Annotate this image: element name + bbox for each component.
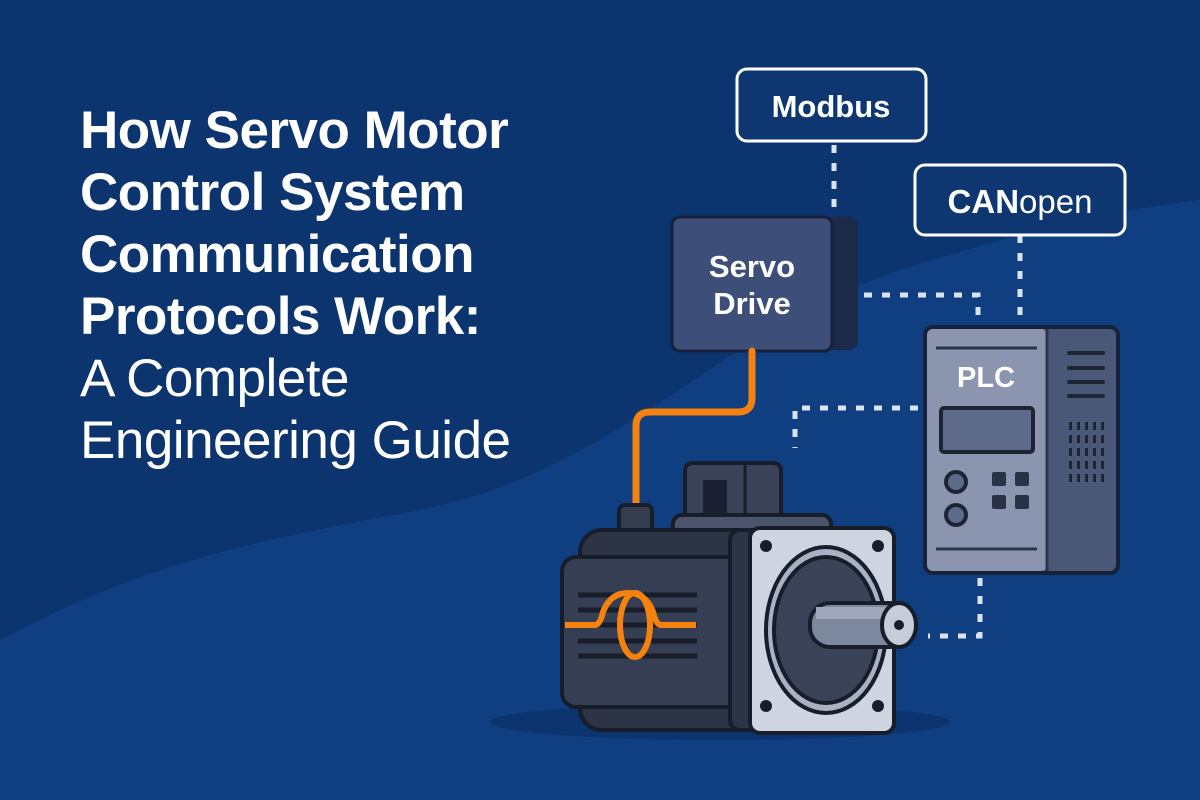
power-cable: [632, 347, 756, 512]
plc-knob: [944, 503, 968, 527]
plc-display: [939, 406, 1035, 454]
plc-button: [992, 495, 1006, 509]
signal-loop: [617, 590, 653, 660]
plc-button: [1015, 495, 1029, 509]
plc-vent-slot: [1093, 435, 1096, 443]
plc-vent-slot: [1101, 448, 1104, 456]
plc-vent-lines: [1067, 351, 1105, 398]
plc-vent-slot: [1101, 474, 1104, 482]
plc-vent-slot: [1069, 474, 1072, 482]
modbus-label: Modbus: [772, 89, 891, 124]
canopen-label-light: open: [1019, 183, 1092, 220]
plc-vent-slot: [1085, 435, 1088, 443]
title-line: Protocols Work:: [80, 287, 481, 346]
plc-knob: [944, 470, 968, 494]
plc-vent-slot: [1093, 474, 1096, 482]
plc-vent-slot: [1077, 448, 1080, 456]
plc-controller-icon: PLC: [923, 325, 1120, 575]
plc-vent-slot: [1093, 422, 1096, 430]
plc-button: [992, 472, 1006, 486]
plc-vent-slot: [1085, 461, 1088, 469]
plc-vent-slot: [1069, 461, 1072, 469]
title-line: Communication: [80, 225, 474, 284]
plc-vent-slot: [1101, 461, 1104, 469]
canopen-label-bold: CAN: [948, 183, 1020, 220]
canopen-tag: CANopen: [913, 163, 1127, 237]
plc-vent-slot: [1101, 422, 1104, 430]
subtitle-line: Engineering Guide: [80, 411, 511, 470]
servo-drive-icon: Servo Drive: [670, 215, 858, 353]
servo-drive-label-line1: Servo: [709, 249, 795, 284]
title-line: Control System: [80, 163, 465, 222]
plc-vent-slot: [1085, 448, 1088, 456]
connector-plc-shaft: [928, 578, 983, 639]
title-line: How Servo Motor: [80, 101, 509, 160]
servo-drive-label-line2: Drive: [713, 286, 791, 321]
servo-motor-icon: [560, 461, 918, 735]
plc-vent-grid: [1069, 422, 1104, 482]
subtitle-line: A Complete: [80, 349, 349, 408]
canopen-label: CANopen: [948, 183, 1093, 220]
plc-vent-slot: [1069, 422, 1072, 430]
plc-vent-slot: [1085, 474, 1088, 482]
plc-label: PLC: [957, 362, 1015, 394]
plc-button: [1015, 472, 1029, 486]
dashed-connectors: [792, 145, 1023, 639]
plc-vent-slot: [1069, 448, 1072, 456]
connector-plc-motor: [792, 405, 918, 448]
plc-vent-slot: [1077, 461, 1080, 469]
page-title: How Servo Motor Control System Communica…: [80, 100, 640, 472]
modbus-tag: Modbus: [735, 67, 928, 143]
plc-vent-slot: [1093, 461, 1096, 469]
plc-vent-slot: [1101, 435, 1104, 443]
plc-vent-slot: [1085, 422, 1088, 430]
plc-vent-slot: [1077, 422, 1080, 430]
plc-vent-slot: [1093, 448, 1096, 456]
plc-vent-slot: [1077, 435, 1080, 443]
plc-vent-slot: [1069, 435, 1072, 443]
background-wave: [0, 200, 1200, 800]
connector-drive-plc: [864, 292, 981, 318]
plc-vent-slot: [1077, 474, 1080, 482]
